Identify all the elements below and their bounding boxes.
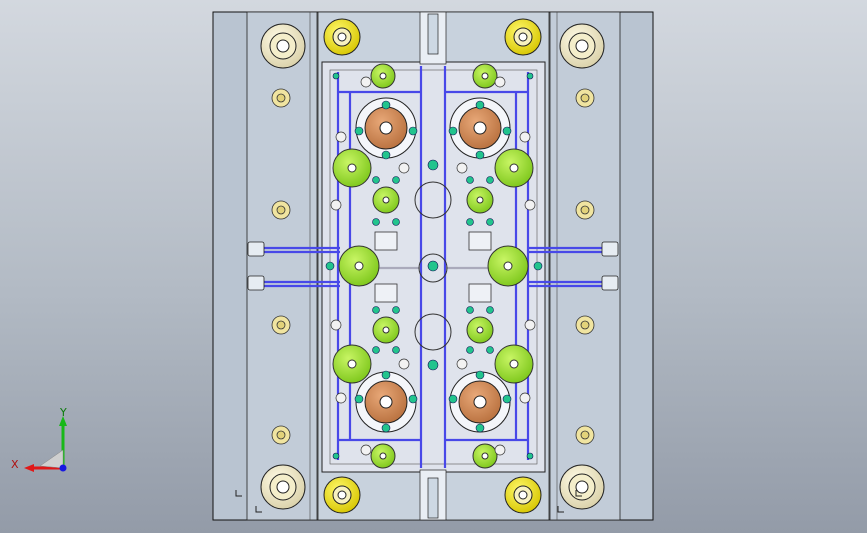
- slider-blocks: [374, 231, 492, 303]
- guide-bushings: [260, 23, 605, 510]
- y-axis-label: Y: [59, 408, 67, 419]
- core-cavity-top-left: [355, 97, 417, 159]
- bottom-sprue-slot: [419, 469, 447, 521]
- z-axis: [59, 464, 67, 472]
- core-cavity-top-right: [449, 97, 511, 159]
- ejector-pins: [325, 72, 543, 460]
- top-sprue-slot: [419, 11, 447, 65]
- core-cavity-bottom-right: [449, 371, 511, 433]
- core-cavity-bottom-left: [355, 371, 417, 433]
- yellow-bushings: [323, 18, 542, 514]
- water-fittings: [247, 241, 619, 291]
- corner-markers: [235, 490, 582, 513]
- x-axis-label: X: [11, 458, 19, 471]
- green-components: [332, 63, 534, 469]
- small-screws: [330, 76, 536, 456]
- coordinate-triad: Y X: [11, 408, 67, 472]
- hex-screws: [271, 88, 595, 445]
